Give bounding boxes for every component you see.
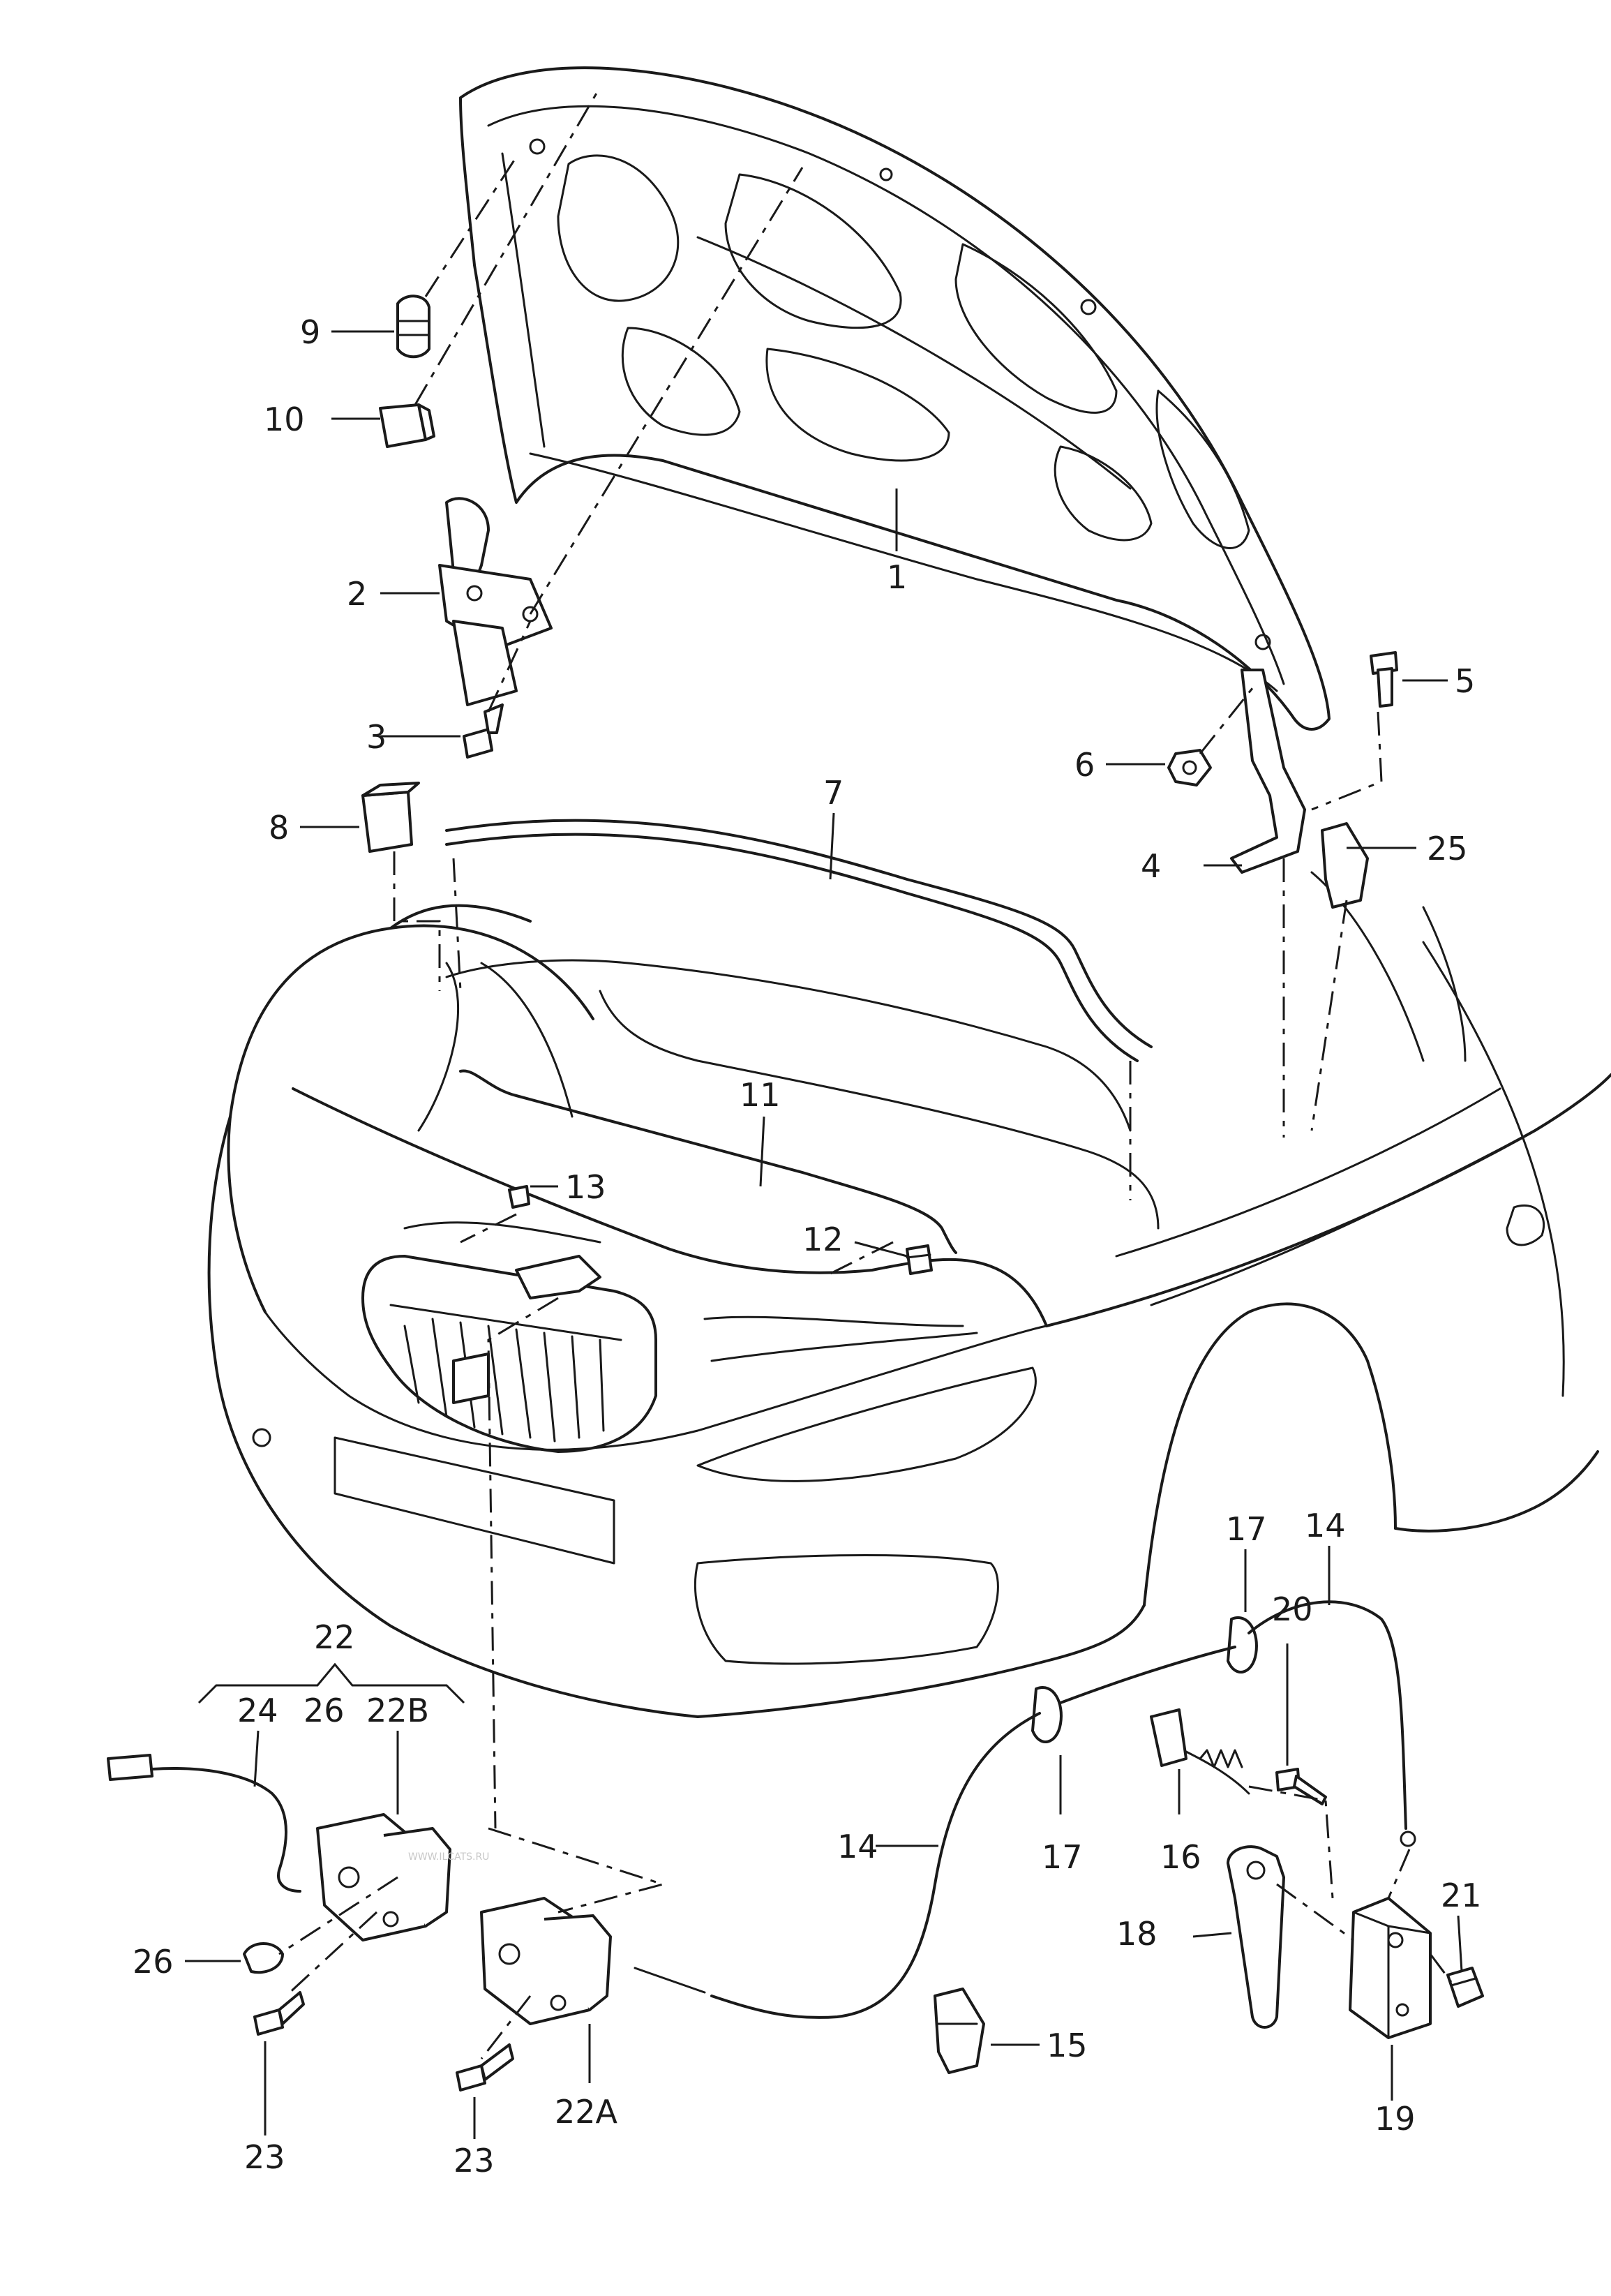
label-18: 18	[1116, 1915, 1157, 1953]
part-18-handle	[1227, 1845, 1285, 2029]
label-14-left: 14	[837, 1828, 878, 1865]
label-15: 15	[1047, 2027, 1088, 2064]
label-4: 4	[1141, 847, 1161, 885]
part-26-cap	[243, 1942, 284, 1974]
label-1: 1	[887, 558, 907, 596]
label-17-top: 17	[1226, 1510, 1267, 1548]
label-22a: 22A	[555, 2093, 618, 2131]
part-10-cap	[379, 403, 435, 448]
part-2-hook	[438, 497, 553, 706]
part-22a-lock	[480, 1897, 612, 2025]
label-12: 12	[802, 1221, 844, 1258]
label-22: 22	[314, 1618, 355, 1656]
watermark: WWW.ILCATS.RU	[408, 1851, 489, 1863]
label-23-right: 23	[454, 2142, 495, 2179]
label-17-bottom: 17	[1042, 1838, 1083, 1876]
label-10: 10	[264, 401, 305, 438]
leader-lines	[185, 330, 1463, 2139]
part-16-spring	[1150, 1708, 1250, 1795]
part-8-buffer	[361, 782, 420, 853]
part-15-clip	[934, 1988, 985, 2074]
label-14-top: 14	[1305, 1507, 1346, 1544]
label-22b: 22B	[366, 1692, 429, 1729]
part-22b-lock	[316, 1813, 451, 1941]
part-23-bolts	[253, 1991, 514, 2092]
label-25: 25	[1427, 830, 1468, 867]
part-25-cover	[1321, 822, 1369, 909]
part-3-screw	[463, 703, 504, 759]
part-9-buffer	[396, 295, 430, 359]
label-9: 9	[300, 313, 320, 351]
part-13-clip	[508, 1185, 530, 1209]
label-24: 24	[237, 1692, 278, 1729]
label-5: 5	[1455, 662, 1475, 700]
label-19: 19	[1374, 2100, 1416, 2138]
part-5-bolt	[1370, 651, 1398, 708]
label-6: 6	[1074, 746, 1095, 784]
bonnet-drawing	[459, 66, 1331, 731]
label-20: 20	[1272, 1590, 1313, 1628]
label-26-left: 26	[133, 1943, 174, 1981]
label-2: 2	[347, 575, 367, 613]
part-12-buffer	[906, 1244, 933, 1275]
label-11: 11	[740, 1076, 781, 1114]
label-13: 13	[565, 1168, 606, 1206]
part-24-wiring	[107, 1754, 301, 1893]
label-3: 3	[366, 718, 387, 756]
part-19-bracket	[1349, 1897, 1432, 2039]
part-21-clip	[1446, 1967, 1484, 2008]
label-23-left: 23	[244, 2138, 285, 2176]
label-16: 16	[1160, 1838, 1201, 1876]
label-8: 8	[269, 809, 289, 847]
callout-labels: 9 10 2 3 1 5 6 4 25 8 7 11 13 12 17 14 2…	[133, 313, 1482, 2179]
part-20-screw	[1275, 1768, 1327, 1805]
car-front-drawing	[207, 871, 1611, 1718]
label-7: 7	[823, 774, 844, 812]
part-6-nut	[1167, 749, 1212, 787]
part-17-grommets	[1031, 1616, 1258, 1743]
centre-lines	[278, 87, 1453, 2059]
label-26-top: 26	[304, 1692, 345, 1729]
part-4-hinge	[1230, 669, 1306, 874]
label-21: 21	[1441, 1877, 1482, 1914]
